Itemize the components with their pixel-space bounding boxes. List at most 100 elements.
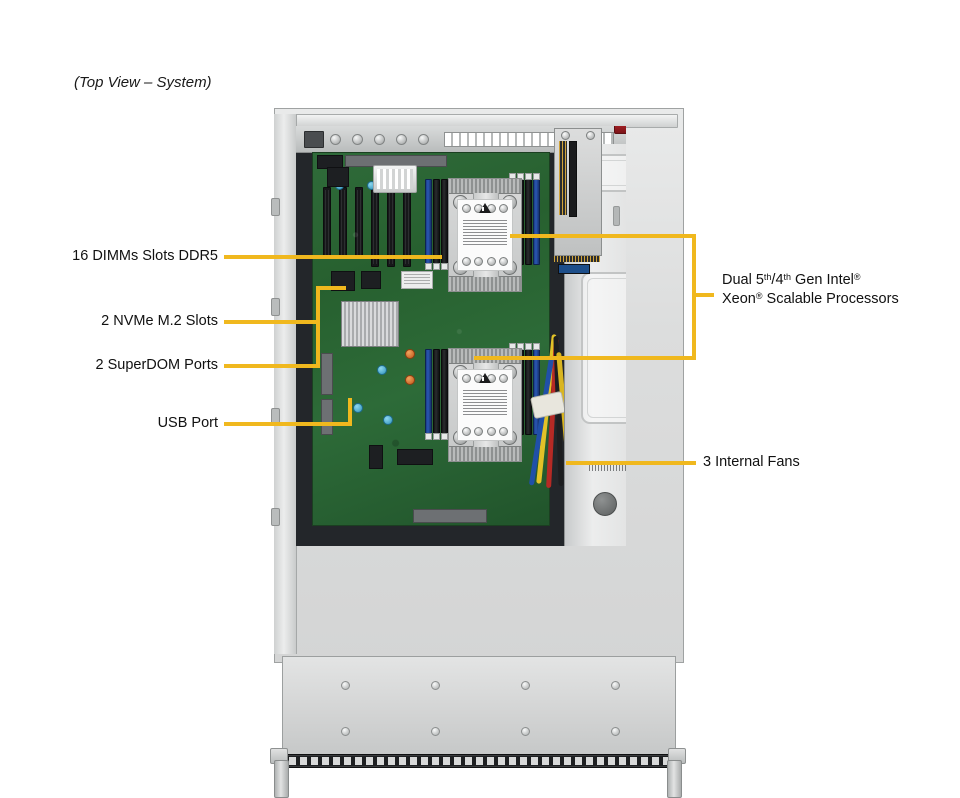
pcie-slot — [355, 187, 363, 259]
leader-nvme-riser — [316, 286, 320, 324]
chassis-left-rail — [274, 114, 297, 654]
leader-cpu2 — [474, 356, 696, 360]
capacitor — [353, 403, 363, 413]
io-screw — [418, 134, 429, 145]
riser-screw — [561, 131, 570, 140]
dimm-latch — [525, 343, 532, 350]
capacitor — [377, 365, 387, 375]
leader-superdom-riser — [316, 320, 320, 366]
rear-io-port — [304, 131, 324, 148]
callout-label-superdom: 2 SuperDOM Ports — [95, 357, 219, 373]
label-screw-marker — [487, 257, 496, 266]
rail-notch — [271, 198, 280, 216]
label-screw-marker — [499, 204, 508, 213]
bottom-connector-row — [413, 509, 487, 523]
chassis-foot-left — [274, 760, 289, 798]
label-screw-marker — [487, 427, 496, 436]
label-screw-marker — [499, 257, 508, 266]
cpu-label-line2: Xeon® Scalable Processors — [722, 291, 899, 307]
capacitor — [399, 181, 408, 190]
dimm-slot — [525, 179, 532, 265]
io-screw — [330, 134, 341, 145]
riser-connector — [558, 264, 590, 274]
dimm-slot — [533, 179, 540, 265]
riser-screw — [586, 131, 595, 140]
panel-screw — [521, 681, 530, 690]
release-handle — [614, 126, 626, 134]
callout-label-usb: USB Port — [157, 415, 218, 431]
label-fine-print — [463, 220, 507, 246]
panel-screw — [611, 681, 620, 690]
label-screw-marker — [462, 204, 471, 213]
chassis-foot-right — [667, 760, 682, 798]
dimm-slot — [433, 179, 440, 265]
heatsink-fins — [449, 446, 521, 461]
label-fine-print — [463, 390, 507, 416]
dimm-latch — [441, 263, 448, 270]
airflow-shroud — [373, 165, 417, 193]
panel-screw — [341, 727, 350, 736]
dimm-latch — [533, 343, 540, 350]
rail-notch — [271, 508, 280, 526]
warning-triangle-icon — [479, 203, 491, 213]
leader-superdom — [224, 364, 320, 368]
dimm-slot — [441, 179, 448, 265]
leader-nvme — [224, 320, 320, 324]
panel-screw — [431, 727, 440, 736]
capacitor — [367, 181, 376, 190]
panel-emboss — [581, 272, 626, 424]
io-screw — [374, 134, 385, 145]
leader-cpu1 — [510, 234, 696, 238]
label-screw-marker — [474, 427, 483, 436]
pcie-slot — [323, 187, 331, 259]
superdom-port — [321, 399, 333, 435]
leader-fans — [566, 461, 696, 465]
leader-dimms — [224, 255, 442, 259]
cpu-warning-label — [457, 199, 513, 271]
capacitor — [335, 181, 344, 190]
dimm-latch — [433, 263, 440, 270]
front-drive-bay-cover — [282, 656, 676, 756]
front-panel-header — [397, 449, 433, 465]
dimm-latch — [441, 433, 448, 440]
pcie-slot — [339, 187, 347, 259]
heatsink-fins — [449, 276, 521, 291]
cpu-warning-label — [457, 369, 513, 441]
view-caption: (Top View – System) — [74, 74, 212, 91]
callout-label-nvme: 2 NVMe M.2 Slots — [101, 313, 218, 329]
front-bezel-edge — [282, 754, 676, 768]
dimm-latch — [533, 173, 540, 180]
riser-edge-connector — [554, 256, 600, 262]
diagram-canvas: (Top View – System) — [0, 0, 960, 720]
capacitor — [405, 375, 415, 385]
dimm-latch — [425, 263, 432, 270]
label-screw-marker — [462, 427, 471, 436]
panel-slit — [613, 206, 620, 226]
leader-usb — [224, 422, 352, 426]
rear-connector — [317, 155, 343, 169]
riser-pins — [559, 141, 567, 215]
capacitor — [405, 349, 415, 359]
cpu1-heatsink — [448, 178, 522, 292]
controller-chip — [327, 167, 349, 187]
io-screw — [352, 134, 363, 145]
chassis-interior — [296, 126, 626, 546]
callout-label-dimms: 16 DIMMs Slots DDR5 — [72, 248, 218, 264]
dimm-slot — [433, 349, 440, 435]
leader-cpu-bracket — [692, 234, 696, 360]
label-screw-marker — [474, 257, 483, 266]
panel-barcode — [589, 462, 626, 471]
leader-nvme-tip — [316, 286, 346, 290]
panel-screw — [611, 727, 620, 736]
riser-slot — [569, 141, 577, 217]
dimm-slot — [441, 349, 448, 435]
capacitor — [383, 415, 393, 425]
controller-chip — [361, 271, 381, 289]
bga-chip — [341, 301, 399, 347]
label-screw-marker — [499, 427, 508, 436]
dimm-latch — [433, 433, 440, 440]
dimm-latch — [525, 173, 532, 180]
dimm-slot — [425, 179, 432, 265]
label-screw-marker — [462, 374, 471, 383]
server-chassis-topview — [266, 108, 690, 798]
